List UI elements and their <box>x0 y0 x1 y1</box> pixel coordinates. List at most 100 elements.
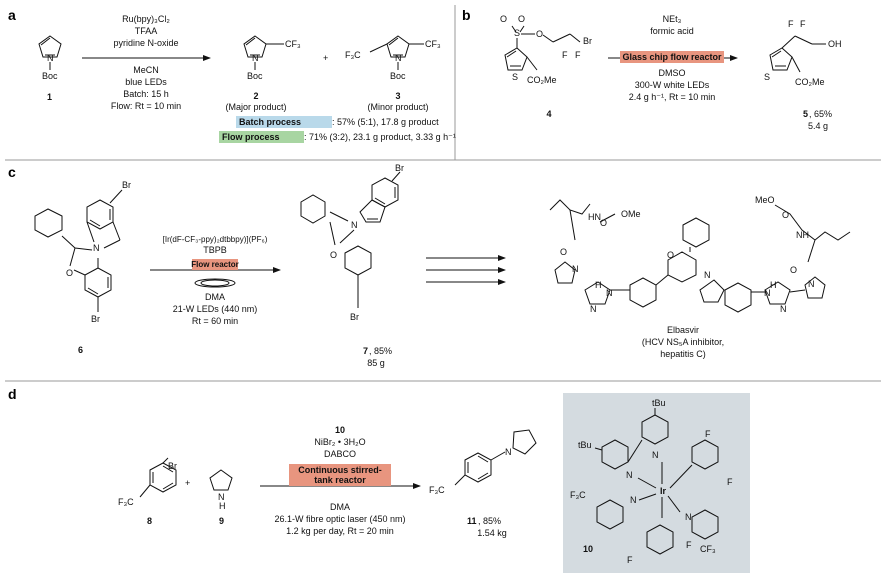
condition-a-3: Batch: 15 h <box>123 89 169 99</box>
number-8: 8 <box>147 516 152 526</box>
catalyst-10: tBu tBu N N F F F₃C N Ir N F F CF₃ 10 <box>570 398 733 565</box>
plus-d: + <box>185 478 190 488</box>
atom-ir: Ir <box>660 486 667 496</box>
atom-f: F <box>705 429 711 439</box>
atom-o: O <box>330 250 337 260</box>
panel-label-b: b <box>462 7 471 23</box>
group-tbu: tBu <box>578 440 592 450</box>
compound-1: N Boc 1 <box>38 35 62 102</box>
group-meo: MeO <box>755 195 775 205</box>
atom-n: N <box>252 53 259 63</box>
reagent-c-2: TBPB <box>203 245 227 255</box>
group-f3c: F₃C <box>118 497 134 507</box>
atom-n: N <box>590 304 597 314</box>
atom-s: S <box>514 28 520 38</box>
number-4: 4 <box>546 109 551 119</box>
number-7: 7 <box>363 346 368 356</box>
condition-c-2: 21-W LEDs (440 nm) <box>173 304 258 314</box>
reactor-d-1: Continuous stirred- <box>298 465 382 475</box>
catalyst-number: 10 <box>583 544 593 554</box>
group-co2me: CO₂Me <box>795 77 825 87</box>
target-name: Elbasvir <box>667 325 699 335</box>
number-6: 6 <box>78 345 83 355</box>
atom-br: Br <box>583 36 592 46</box>
atom-f: F <box>627 555 633 565</box>
compound-8: Br F₃C 8 <box>118 457 177 526</box>
atom-br: Br <box>395 163 404 173</box>
atom-n: N <box>652 450 659 460</box>
catalyst-box <box>563 393 750 573</box>
atom-f: F <box>562 50 568 60</box>
mass-5: 5.4 g <box>808 121 828 131</box>
atom-o: O <box>667 250 674 260</box>
reagent-d-2: NiBr₂ • 3H₂O <box>314 437 365 447</box>
group-f3c: F₃C <box>429 485 445 495</box>
condition-d-1: DMA <box>330 502 350 512</box>
plus-a: + <box>323 53 328 63</box>
reactor-d-bg <box>289 464 391 486</box>
condition-c-3: Rt = 60 min <box>192 316 238 326</box>
condition-c-1: DMA <box>205 292 225 302</box>
group-f3c: F₃C <box>570 490 586 500</box>
reactor-c-bg <box>192 259 238 270</box>
atom-n: N <box>808 279 815 289</box>
label-boc-1: Boc <box>42 71 58 81</box>
atom-h: H <box>595 280 602 290</box>
compound-9: N H 9 <box>209 469 233 526</box>
compound-4: S O O O Br F F S CO₂Me 4 <box>500 14 592 119</box>
reagent-b-2: formic acid <box>650 26 694 36</box>
atom-o: O <box>500 14 507 24</box>
atom-n: N <box>764 288 771 298</box>
atom-o: O <box>66 268 73 278</box>
group-ome: OMe <box>621 209 641 219</box>
reagent-d-3: DABCO <box>324 449 356 459</box>
number-2: 2 <box>253 91 258 101</box>
atom-n: N <box>218 492 225 502</box>
atom-f: F <box>575 50 581 60</box>
atom-br: Br <box>350 312 359 322</box>
compound-6: Br N O Br 6 <box>34 180 131 355</box>
atom-n: N <box>395 53 402 63</box>
atom-f: F <box>686 540 692 550</box>
yield-5: , 65% <box>809 109 832 119</box>
batch-tag-bg <box>236 116 332 128</box>
reagent-a-3: pyridine N-oxide <box>113 38 178 48</box>
reagent-b-1: NEt₃ <box>663 14 682 24</box>
atom-h: H <box>219 501 226 511</box>
group-co2me: CO₂Me <box>527 75 557 85</box>
atom-n: N <box>630 495 637 505</box>
atom-n: N <box>93 243 100 253</box>
number-5: 5 <box>803 109 808 119</box>
reactor-c: Flow reactor <box>191 260 239 269</box>
compound-3: F₃C CF₃ N Boc 3 (Minor product) <box>345 35 441 112</box>
batch-tag: Batch process <box>239 117 301 127</box>
number-1: 1 <box>47 92 52 102</box>
reactor-b-bg <box>620 51 724 63</box>
batch-result: : 57% (5:1), 17.8 g product <box>332 117 439 127</box>
compound-7: Br N O Br 7 , 85% 85 g <box>300 163 404 368</box>
atom-o: O <box>518 14 525 24</box>
atom-n: N <box>685 512 692 522</box>
atom-f: F <box>800 19 806 29</box>
atom-o: O <box>600 218 607 228</box>
target-desc-1: (HCV NS₅A inhibitor, <box>642 337 724 347</box>
flow-tag-bg <box>219 131 304 143</box>
atom-n: N <box>47 53 54 63</box>
target-desc-2: hepatitis C) <box>660 349 706 359</box>
atom-n: N <box>572 264 579 274</box>
compound-5: F F OH S CO₂Me 5 , 65% 5.4 g <box>764 19 842 131</box>
condition-b-1: DMSO <box>659 68 686 78</box>
mass-11: 1.54 kg <box>477 528 507 538</box>
compound-2: CF₃ N Boc 2 (Major product) <box>225 35 301 112</box>
atom-n: N <box>704 270 711 280</box>
panel-label-d: d <box>8 386 17 402</box>
atom-o: O <box>790 265 797 275</box>
condition-d-2: 26.1-W fibre optic laser (450 nm) <box>274 514 405 524</box>
atom-nh: NH <box>796 230 809 240</box>
flow-result: : 71% (3:2), 23.1 g product, 3.33 g h⁻¹ <box>304 132 456 142</box>
number-9: 9 <box>219 516 224 526</box>
atom-hn: HN <box>588 212 601 222</box>
group-oh: OH <box>828 39 842 49</box>
atom-h: H <box>770 280 777 290</box>
